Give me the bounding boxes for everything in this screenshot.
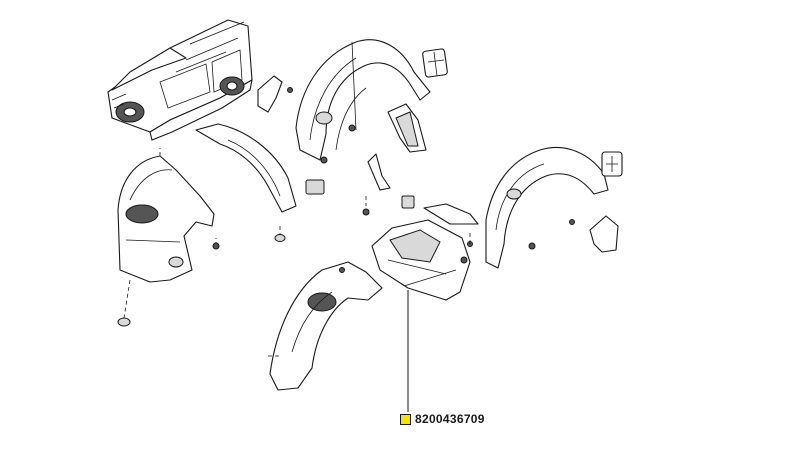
grille-right-icon [601, 151, 623, 177]
fender-liner-upper [295, 39, 431, 164]
fender-liner-right [485, 146, 609, 269]
part-number-text: 8200436709 [415, 412, 485, 426]
part-number-callout: 8200436709 [400, 410, 485, 428]
fender-liner-front-left [117, 148, 220, 327]
highlight-marker-icon [400, 413, 411, 425]
grille-icon [422, 48, 448, 78]
mud-flap-icon [387, 103, 427, 153]
fender-liner-rear-inner [268, 261, 383, 391]
mud-flap-right-icon [589, 215, 619, 253]
fender-liner-target [371, 219, 473, 301]
clip-icon [362, 153, 479, 225]
fender-liner-front-arch [195, 123, 325, 242]
van-icon [107, 19, 253, 141]
bracket-icon [257, 75, 293, 113]
